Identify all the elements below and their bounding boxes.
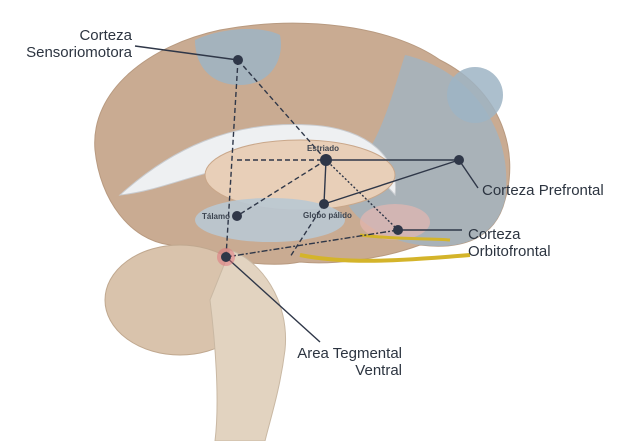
leader-sensoriomotor <box>134 45 239 61</box>
frontal-pole-highlight <box>447 67 503 123</box>
leader-vta <box>225 256 321 343</box>
path-orbito-striatum <box>325 159 399 231</box>
label-line: Area Tegmental <box>297 345 402 362</box>
label-line: Corteza <box>468 226 521 243</box>
connections <box>134 45 479 343</box>
nodes <box>221 55 464 262</box>
olfactory-nerve <box>359 233 451 242</box>
striatum-shape <box>204 139 396 211</box>
label-line: Orbitofrontal <box>468 243 551 260</box>
node-vta <box>221 252 231 262</box>
label-orbitofrontal: Corteza Orbitofrontal <box>468 226 551 260</box>
label-striatum: Estriado <box>307 144 340 153</box>
path-striatum-thalamus <box>236 159 327 217</box>
node-globus-pallidus <box>319 199 329 209</box>
node-thalamus <box>232 211 242 221</box>
orbitofrontal-region <box>360 204 430 240</box>
leader-prefrontal <box>458 159 479 189</box>
thalamus-shape <box>195 198 345 242</box>
node-orbitofrontal <box>393 225 403 235</box>
path-sensorimotor-vta <box>225 59 239 258</box>
node-striatum <box>320 154 332 166</box>
label-thalamus: Tálamo <box>202 212 231 221</box>
path-prefrontal-gp <box>323 159 460 205</box>
optic-nerve <box>299 253 471 263</box>
label-line: Ventral <box>355 362 402 379</box>
label-line: Sensoriomotora <box>26 44 132 61</box>
label-prefrontal: Corteza Prefrontal <box>482 182 604 199</box>
path-vta-orbito <box>225 229 399 258</box>
path-sensorimotor-striatum <box>237 59 327 161</box>
label-sensoriomotor: Corteza Sensoriomotora <box>26 27 132 61</box>
label-vta: Area Tegmental Ventral <box>282 345 402 379</box>
path-striatum-gp <box>323 159 327 205</box>
label-line: Corteza <box>79 27 132 44</box>
node-sensoriomotor <box>233 55 243 65</box>
label-globus-pallidus: Globo pálido <box>303 211 352 220</box>
brainstem <box>209 249 287 441</box>
path-gp-vta <box>289 203 325 258</box>
node-prefrontal <box>454 155 464 165</box>
